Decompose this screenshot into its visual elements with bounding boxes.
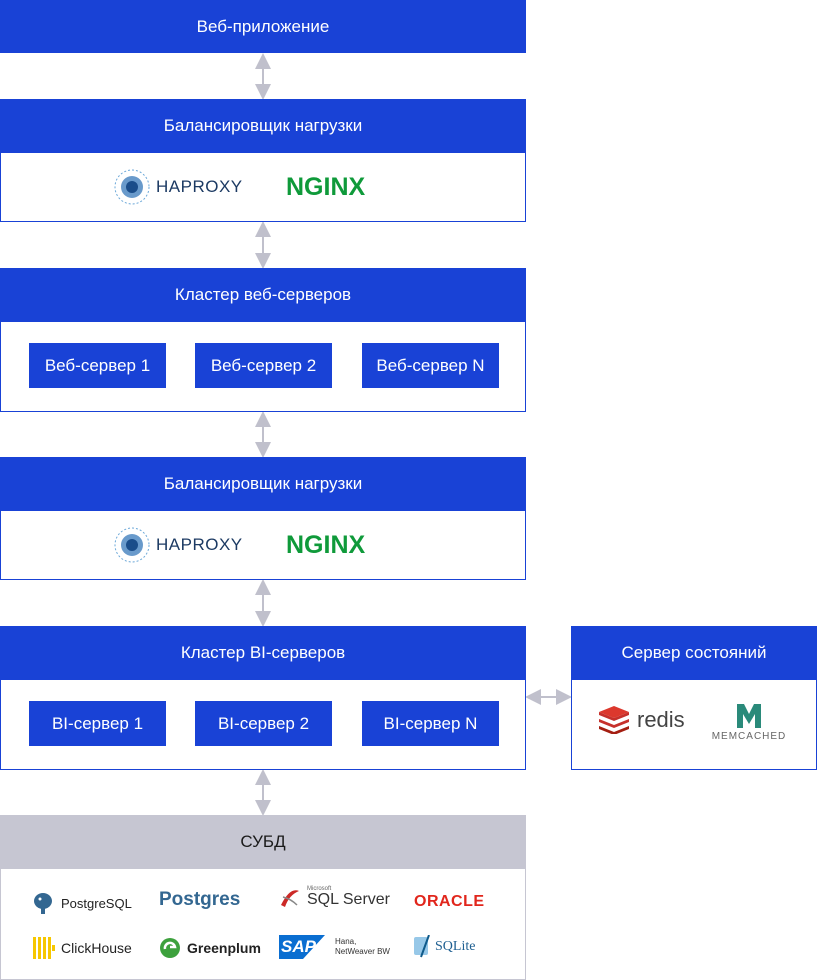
memcached-text: MEMCACHED xyxy=(711,731,787,742)
sqlserver-icon xyxy=(281,890,299,907)
haproxy-text: HAPROXY xyxy=(156,177,243,196)
web-cluster-panel: Веб-сервер 1 Веб-сервер 2 Веб-сервер N xyxy=(0,322,526,412)
redis-text: redis xyxy=(637,707,685,732)
bi-server-1: BI-сервер 1 xyxy=(29,701,166,746)
dbms-header: СУБД xyxy=(0,815,526,869)
nginx-logo: NGINX xyxy=(286,173,366,201)
clickhouse-icon xyxy=(33,937,55,959)
nginx-logo: NGINX xyxy=(286,531,366,559)
haproxy-text: HAPROXY xyxy=(156,535,243,554)
clickhouse-text: ClickHouse xyxy=(61,940,132,956)
load-balancer-2-header: Балансировщик нагрузки xyxy=(0,457,526,511)
web-cluster-title: Кластер веб-серверов xyxy=(174,285,352,304)
bi-cluster-panel: BI-сервер 1 BI-сервер 2 BI-сервер N xyxy=(0,680,526,770)
postgresql-logo: PostgreSQL xyxy=(31,891,132,915)
web-cluster-header: Кластер веб-серверов xyxy=(0,268,526,322)
sap-icon xyxy=(279,935,325,959)
greenplum-logo: Greenplum xyxy=(159,937,261,959)
sqlserver-logo: Microsoft SQL Server xyxy=(279,885,390,909)
sqlite-logo: SQLite xyxy=(413,935,475,959)
haproxy-icon xyxy=(114,169,150,205)
sap-logo: SAP Hana, NetWeaver BW xyxy=(279,935,390,959)
load-balancer-1-header: Балансировщик нагрузки xyxy=(0,99,526,153)
state-server-title: Сервер состояний xyxy=(621,643,767,662)
state-server-panel: redis MEMCACHED xyxy=(571,680,817,770)
web-server-2: Веб-сервер 2 xyxy=(195,343,332,388)
redis-icon xyxy=(599,706,629,734)
dbms-title: СУБД xyxy=(240,832,286,851)
postgresql-text: PostgreSQL xyxy=(61,895,132,911)
clickhouse-logo: ClickHouse xyxy=(33,937,132,959)
oracle-logo: ORACLE xyxy=(414,893,485,910)
redis-logo: redis xyxy=(597,706,685,734)
sqlite-icon xyxy=(414,935,430,958)
load-balancer-2-title: Балансировщик нагрузки xyxy=(163,474,363,493)
elephant-icon xyxy=(34,893,52,914)
haproxy-icon xyxy=(114,527,150,563)
sqlserver-text: SQL Server xyxy=(307,891,390,908)
greenplum-text: Greenplum xyxy=(187,940,261,956)
load-balancer-2-panel: HAPROXY NGINX xyxy=(0,511,526,580)
web-server-n: Веб-сервер N xyxy=(362,343,499,388)
web-app-label: Веб-приложение xyxy=(196,16,330,36)
load-balancer-1-title: Балансировщик нагрузки xyxy=(163,116,363,135)
sap-netweaver-text: NetWeaver BW xyxy=(335,947,390,956)
bi-server-2: BI-сервер 2 xyxy=(195,701,332,746)
sap-hana-text: Hana, xyxy=(335,936,357,946)
web-server-1: Веб-сервер 1 xyxy=(29,343,166,388)
load-balancer-1-panel: HAPROXY NGINX xyxy=(0,153,526,222)
state-server-header: Сервер состояний xyxy=(571,626,817,680)
bi-cluster-header: Кластер BI-серверов xyxy=(0,626,526,680)
memcached-icon xyxy=(737,704,761,728)
haproxy-logo: HAPROXY xyxy=(114,527,243,563)
sqlserver-small-text: Microsoft xyxy=(307,886,332,892)
sqlite-text: SQLite xyxy=(435,939,476,954)
bi-server-n: BI-сервер N xyxy=(362,701,499,746)
sap-text: SAP xyxy=(281,937,316,956)
web-app-block: Веб-приложение xyxy=(0,0,526,53)
dbms-panel: PostgreSQL Postgres Microsoft SQL Server… xyxy=(0,869,526,980)
memcached-logo: MEMCACHED xyxy=(709,702,789,742)
bi-cluster-title: Кластер BI-серверов xyxy=(180,643,346,662)
haproxy-logo: HAPROXY xyxy=(114,169,243,205)
postgres-logo: Postgres xyxy=(159,889,241,910)
greenplum-icon xyxy=(160,938,180,958)
